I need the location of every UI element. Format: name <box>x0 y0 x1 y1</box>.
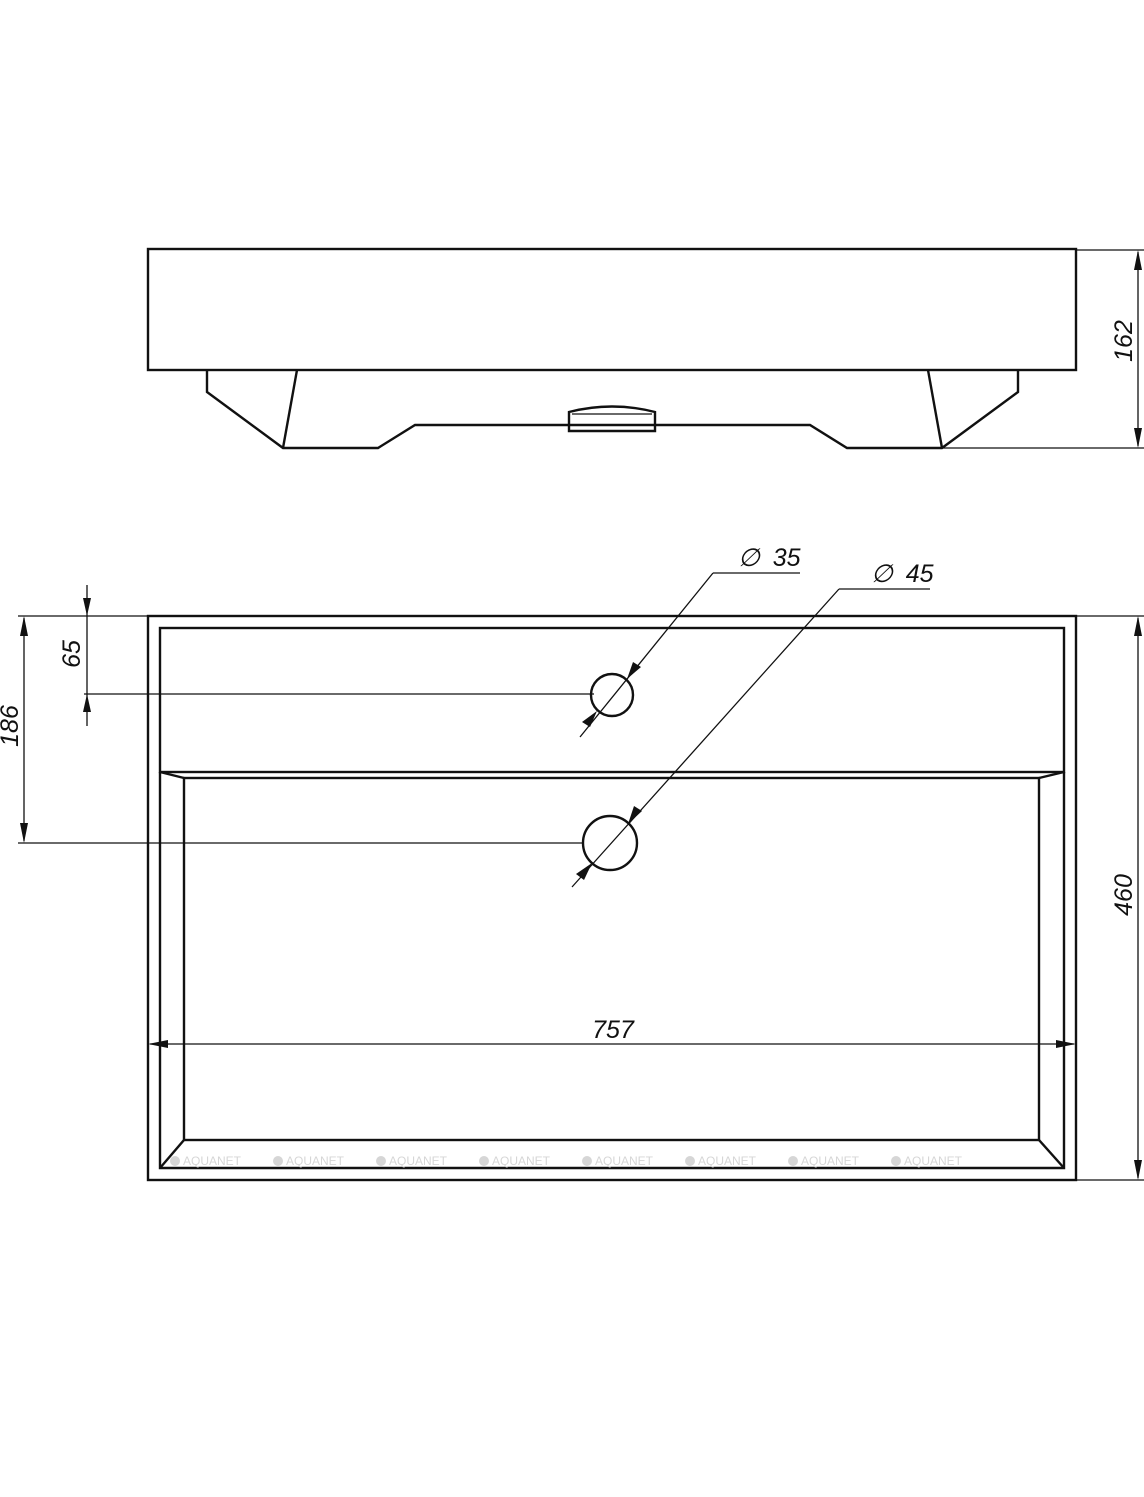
side-view-right-leg-edge <box>926 369 944 449</box>
watermark: AQUANET <box>891 1154 963 1168</box>
watermark: AQUANET <box>685 1154 757 1168</box>
tap-hole-offset-dimension: 65 <box>58 585 594 726</box>
watermark: AQUANET <box>273 1154 345 1168</box>
tap-hole-leader-arrow-upper <box>627 662 641 679</box>
top-view-bowl-inner <box>182 776 1041 1142</box>
height-dimension: 162 <box>942 249 1144 449</box>
drain-offset-label: 186 <box>0 705 24 747</box>
top-view-bowl-outer <box>158 772 1066 1170</box>
watermark-logo-icon <box>479 1156 489 1166</box>
height-dimension-arrow-bottom <box>1134 428 1142 448</box>
side-view-base <box>205 370 1020 450</box>
watermark-text: AQUANET <box>183 1154 242 1168</box>
height-dimension-arrow-top <box>1134 250 1142 270</box>
watermark-text: AQUANET <box>595 1154 654 1168</box>
drain-leader-arrow-lower <box>576 863 592 880</box>
watermark: AQUANET <box>170 1154 242 1168</box>
watermark-logo-icon <box>170 1156 180 1166</box>
side-view-basin-body <box>146 247 1078 372</box>
watermark-text: AQUANET <box>492 1154 551 1168</box>
depth-dimension-arrow-bottom <box>1134 1160 1142 1180</box>
diameter-symbol: ∅ <box>738 544 761 572</box>
top-view <box>146 614 1078 1182</box>
drain-leader-arrow-upper <box>628 806 642 824</box>
top-view-outer-outline <box>146 614 1078 1182</box>
diameter-symbol: ∅ <box>871 560 894 588</box>
depth-dimension-label: 460 <box>1110 874 1138 916</box>
top-view-bowl-chamfer-bottom-right <box>1038 1139 1065 1169</box>
watermark-logo-icon <box>788 1156 798 1166</box>
watermark-logo-icon <box>685 1156 695 1166</box>
drain-offset-arrow-bottom <box>20 823 28 843</box>
depth-dimension-arrow-top <box>1134 616 1142 636</box>
top-view-bowl-chamfer-bottom-left <box>159 1139 185 1169</box>
drain-diameter-leader: ∅ 45 <box>571 560 934 888</box>
top-view-bowl-chamfer-top-left <box>159 770 185 780</box>
watermark-text: AQUANET <box>904 1154 963 1168</box>
watermark: AQUANET <box>582 1154 654 1168</box>
width-dimension-arrow-right <box>1056 1040 1076 1048</box>
drain-offset-arrow-top <box>20 616 28 636</box>
tap-hole-offset-arrow-bottom <box>83 694 91 712</box>
width-dimension-label: 757 <box>592 1016 635 1044</box>
watermark-logo-icon <box>582 1156 592 1166</box>
drain-offset-dimension: 186 <box>0 615 584 844</box>
watermark-row: AQUANET AQUANET AQUANET AQUANET AQUANET AQUAN… <box>170 1154 963 1168</box>
tap-hole <box>589 672 635 718</box>
top-view-deck <box>158 626 1066 774</box>
top-view-bowl-chamfer-top-right <box>1038 770 1065 780</box>
side-view <box>146 247 1078 450</box>
side-view-left-leg-edge <box>281 369 299 449</box>
watermark: AQUANET <box>376 1154 448 1168</box>
tap-hole-offset-label: 65 <box>58 640 86 668</box>
tap-hole-leader-arrow-lower <box>582 711 597 727</box>
watermark: AQUANET <box>788 1154 860 1168</box>
width-dimension-arrow-left <box>148 1040 168 1048</box>
depth-dimension: 460 <box>1076 615 1144 1181</box>
tap-hole-diameter-value: 35 <box>773 544 801 572</box>
tap-hole-diameter-leader: ∅ 35 <box>579 544 801 738</box>
watermark-text: AQUANET <box>801 1154 860 1168</box>
height-dimension-label: 162 <box>1110 320 1138 362</box>
watermark-text: AQUANET <box>698 1154 757 1168</box>
watermark-logo-icon <box>376 1156 386 1166</box>
tap-hole-offset-arrow-top <box>83 598 91 616</box>
watermark-logo-icon <box>273 1156 283 1166</box>
drain-diameter-value: 45 <box>906 560 934 588</box>
watermark-logo-icon <box>891 1156 901 1166</box>
width-dimension: 757 <box>147 1016 1077 1180</box>
tap-hole-diameter-label: ∅ 35 <box>738 544 801 572</box>
watermark-text: AQUANET <box>389 1154 448 1168</box>
side-view-drain-outlet <box>567 405 657 433</box>
watermark: AQUANET <box>479 1154 551 1168</box>
drain-diameter-label: ∅ 45 <box>871 560 934 588</box>
watermark-text: AQUANET <box>286 1154 345 1168</box>
